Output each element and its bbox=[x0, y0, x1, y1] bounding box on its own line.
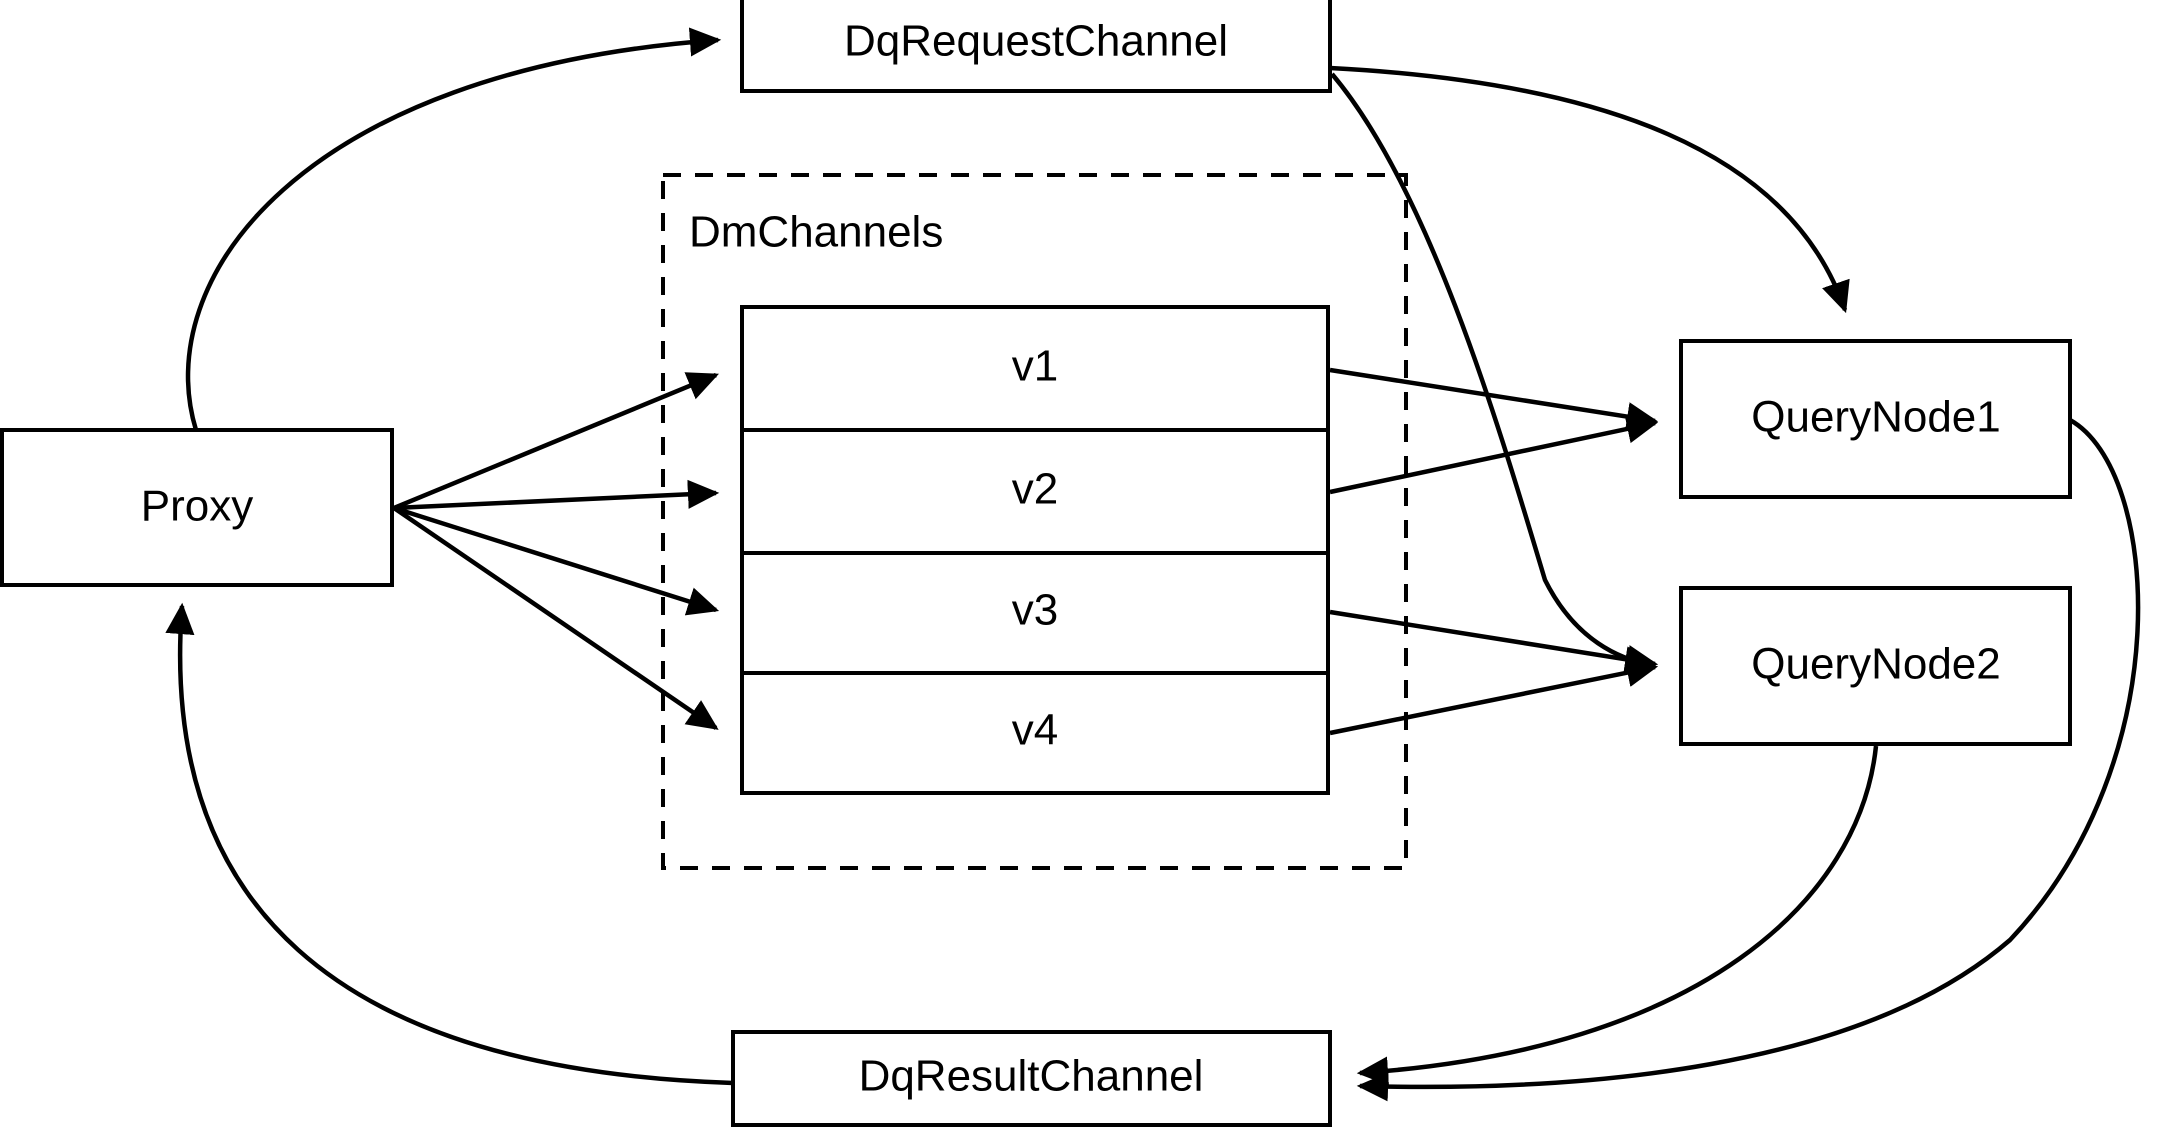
edge-query-node-2-to-dq-result-channel bbox=[1356, 745, 1879, 1086]
edge-v1-to-query-node-1 bbox=[1329, 367, 1659, 432]
edge-proxy-to-v1 bbox=[393, 372, 719, 511]
node-proxy[interactable] bbox=[0, 428, 394, 587]
edge-proxy-to-v4 bbox=[392, 506, 719, 730]
node-dq-request-channel-label: DqRequestChannel bbox=[844, 17, 1228, 66]
shard-row-v4-label: v4 bbox=[1012, 706, 1058, 755]
node-query-node-1-label: QueryNode1 bbox=[1751, 393, 2000, 442]
node-query-node-1[interactable] bbox=[1679, 339, 2072, 499]
shard-row-v2-label: v2 bbox=[1012, 465, 1058, 514]
dm-channels-label: DmChannels bbox=[689, 208, 943, 257]
edge-proxy-to-dq-request-channel bbox=[185, 27, 722, 431]
dm-channels-group bbox=[661, 173, 1408, 870]
shard-row-v3-label: v3 bbox=[1012, 586, 1058, 635]
edge-dq-request-channel-to-query-node-1 bbox=[1329, 65, 1850, 314]
node-dq-result-channel-label: DqResultChannel bbox=[859, 1052, 1204, 1101]
edge-v3-to-query-node-2 bbox=[1329, 609, 1659, 674]
edge-query-node-1-to-dq-result-channel bbox=[1356, 418, 2141, 1102]
node-dq-result-channel[interactable] bbox=[731, 1030, 1332, 1127]
node-dq-request-channel[interactable] bbox=[740, 0, 1332, 93]
edge-dq-request-channel-to-query-node-2 bbox=[1330, 72, 1657, 676]
shard-stack bbox=[740, 305, 1330, 795]
edge-proxy-to-v2 bbox=[393, 479, 720, 511]
node-proxy-label: Proxy bbox=[141, 482, 253, 531]
node-query-node-2-label: QueryNode2 bbox=[1751, 640, 2000, 689]
shard-row-v1-label: v1 bbox=[1012, 342, 1058, 391]
edge-dq-result-channel-to-proxy bbox=[165, 602, 734, 1086]
edge-v4-to-query-node-2 bbox=[1329, 658, 1659, 736]
edge-v2-to-query-node-1 bbox=[1329, 414, 1659, 495]
edge-proxy-to-v3 bbox=[393, 505, 720, 616]
node-query-node-2[interactable] bbox=[1679, 586, 2072, 746]
